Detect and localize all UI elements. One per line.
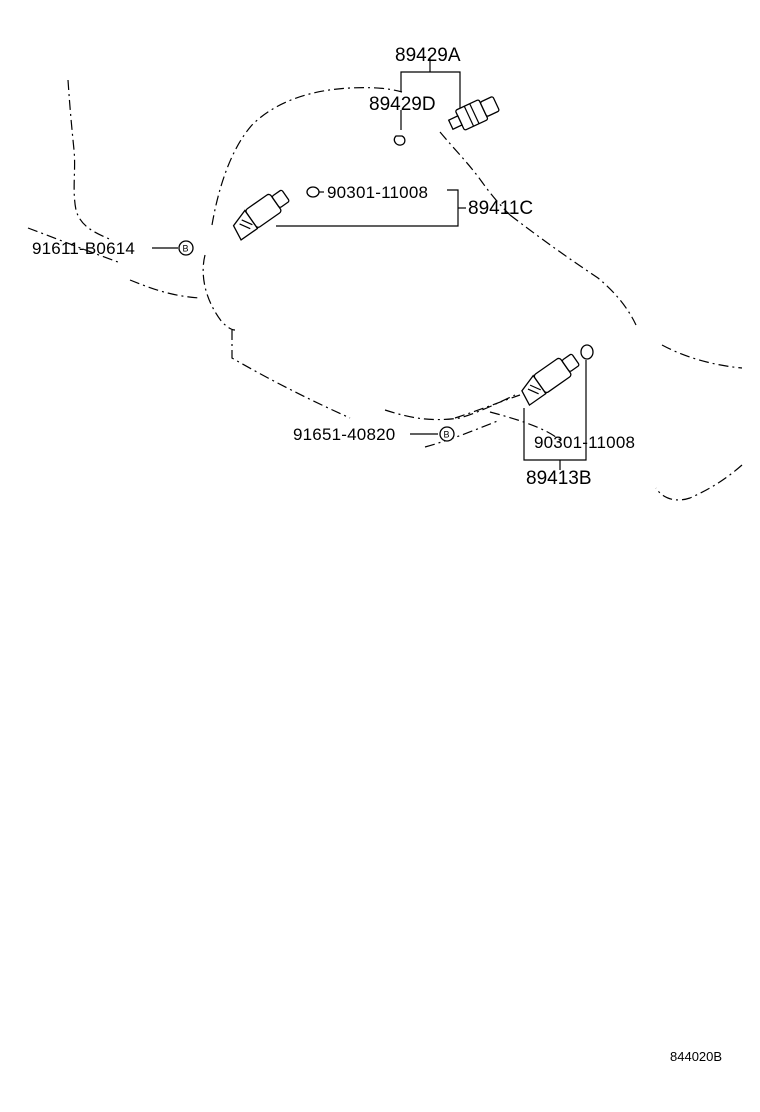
label-91651: 91651-40820 [293,425,395,444]
label-90301-bottom: 90301-11008 [534,433,635,452]
label-90301-top: 90301-11008 [327,183,428,202]
clip-89429d-icon [393,135,406,146]
label-89429d: 89429D [369,94,436,115]
bolt-91611-icon: B [178,240,194,256]
bolt-91651-icon: B [439,426,455,442]
o-ring-top-icon [306,186,320,198]
label-89413b: 89413B [526,468,592,489]
reference-code: 844020B [670,1049,722,1064]
label-89429a: 89429A [395,45,461,66]
sensor-89413b-icon [521,353,580,407]
svg-text:B: B [183,244,189,254]
svg-text:B: B [444,430,450,440]
sensor-89429a-icon [447,96,500,131]
engine-outline [27,79,743,501]
leader-lines [152,58,587,470]
sensor-89411c-icon [232,189,290,241]
o-ring-bottom-icon [580,344,594,360]
label-91611: 91611-B0614 [32,239,135,258]
label-89411c: 89411C [468,198,533,219]
